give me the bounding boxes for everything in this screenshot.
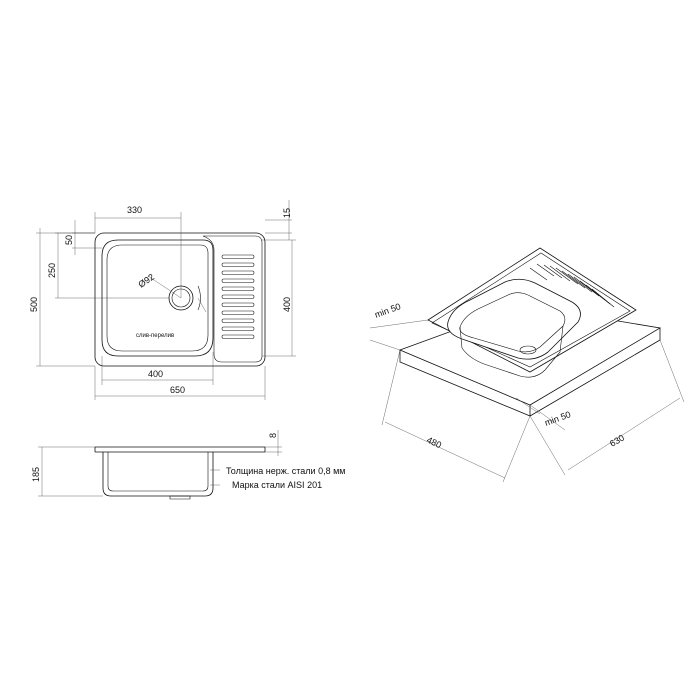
dim-8: 8	[268, 433, 278, 438]
dim-50: 50	[64, 235, 74, 245]
overflow-icon	[197, 285, 201, 311]
iso-bowl	[447, 278, 581, 360]
note-steel-thickness: Толщина нерж. стали 0,8 мм	[226, 466, 345, 476]
dim-drain-diameter: Ø92	[136, 272, 156, 290]
dim-400-vertical: 400	[282, 297, 292, 312]
iso-min-50-bottom: min 50	[543, 409, 572, 428]
overflow-label: слив-перелив	[136, 333, 174, 339]
bowl-outline	[101, 239, 214, 357]
dim-250: 250	[47, 263, 57, 278]
note-steel-grade: Марка стали AISI 201	[232, 480, 322, 490]
iso-min-50-top: min 50	[373, 301, 402, 320]
bowl-section	[102, 452, 214, 497]
dim-500: 500	[29, 297, 39, 312]
drainer-ribs	[221, 254, 255, 339]
drainer-outline	[202, 235, 263, 363]
isometric-view: min 50 min 50 480 630	[369, 247, 685, 483]
dim-185: 185	[31, 467, 41, 482]
top-view: 330 15 50 250 500 400 400	[29, 200, 296, 400]
dim-15: 15	[282, 208, 292, 218]
side-view: 8 185 Толщина нерж. стали 0,8 мм Марка с…	[31, 430, 345, 500]
iso-drain-icon	[519, 345, 537, 355]
sink-outline	[94, 232, 266, 367]
dim-400-horizontal: 400	[148, 369, 163, 379]
dim-650: 650	[170, 385, 185, 395]
iso-dim-630: 630	[608, 433, 626, 449]
dim-330: 330	[127, 205, 142, 215]
iso-drainer-ribs	[529, 263, 615, 308]
